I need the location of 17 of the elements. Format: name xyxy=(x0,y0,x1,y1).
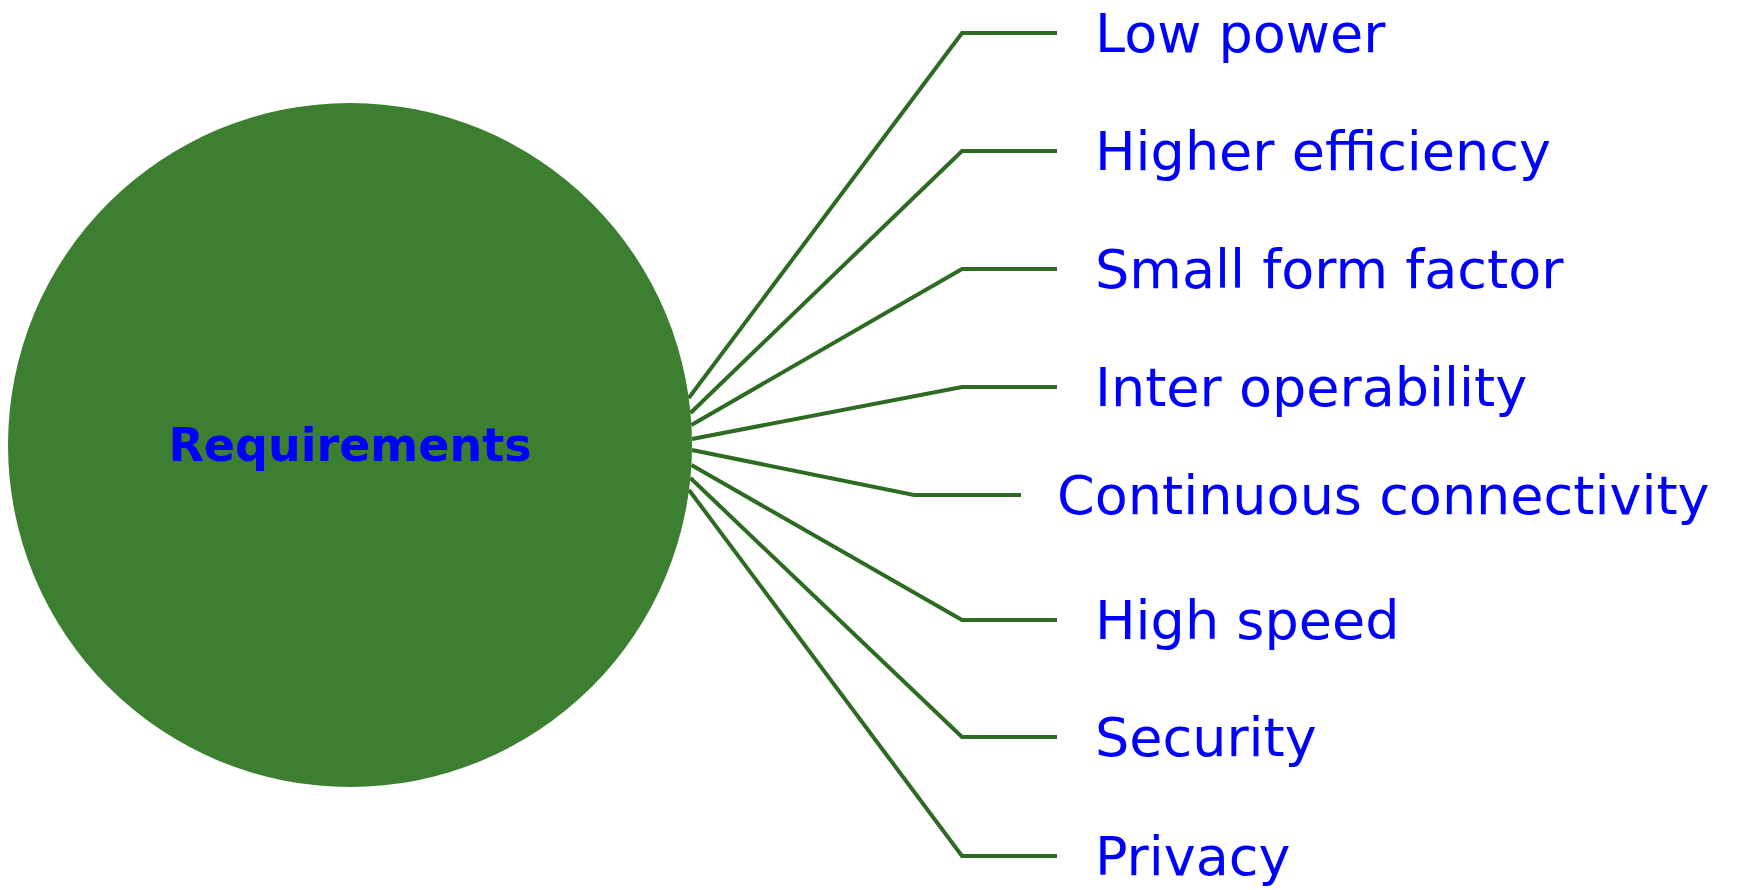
connector-line xyxy=(691,448,1021,497)
circle-label: Requirements xyxy=(168,418,532,472)
requirement-label: Security xyxy=(1057,707,1317,767)
connector-line xyxy=(687,488,1057,858)
connector-line xyxy=(689,149,1057,415)
requirement-label: Continuous connectivity xyxy=(1021,465,1710,525)
connector-line xyxy=(689,476,1057,739)
requirement-label: Small form factor xyxy=(1057,239,1564,299)
requirement-label: Low power xyxy=(1057,3,1386,63)
requirement-label: Privacy xyxy=(1057,826,1291,886)
requirement-label: Higher efficiency xyxy=(1057,121,1551,181)
connector-line xyxy=(691,385,1057,441)
requirement-label: High speed xyxy=(1057,590,1400,650)
connector-line xyxy=(690,463,1057,622)
connector-line xyxy=(690,267,1057,427)
requirement-label: Inter operability xyxy=(1057,357,1528,417)
connector-line xyxy=(687,31,1057,400)
